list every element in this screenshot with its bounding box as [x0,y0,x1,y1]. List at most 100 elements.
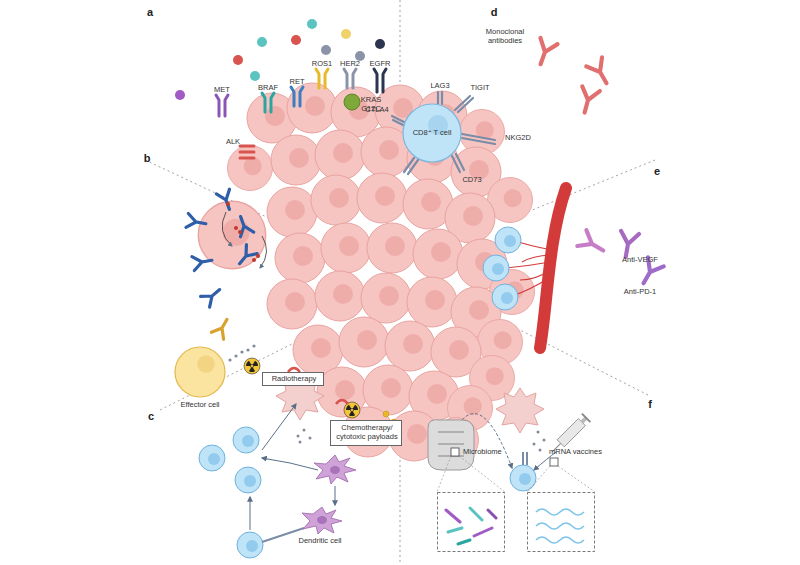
floating-ligand [175,90,185,100]
target-label: HER2 [340,60,360,69]
node-label: Microbiome [463,448,523,457]
floating-ligand [291,35,301,45]
target-label: Monoclonal antibodies [477,28,533,45]
tumour-cell [275,233,325,283]
therapeutic-antibody [186,214,207,231]
panel-letter: b [144,152,151,165]
tumour-cell [311,175,361,225]
t-cell [483,255,509,281]
kras-protein [344,94,360,110]
blood-vessel [522,255,551,262]
receptor [262,93,274,112]
node-label: Radiotherapy [263,375,325,384]
t-cell-receptor [392,116,405,126]
target-label: EGFR [370,60,391,69]
panel-divider [520,160,655,215]
panel-letter: e [654,165,660,178]
zoom-inset-outline [437,492,505,552]
tumour-cell [385,321,435,371]
effector-cell-outline [174,346,226,398]
t-cell-receptor [438,92,442,104]
therapeutic-antibody [211,316,233,339]
cytotoxic-payload [234,226,238,230]
dendritic-cell-body [302,507,342,534]
granule [228,358,231,361]
internalisation-arrow [222,212,266,268]
effector-cell-nucleus [197,355,214,372]
receptor [240,146,254,158]
bacteria-inset [448,528,462,532]
floating-ligand [321,45,331,55]
gut-icon [428,420,474,470]
blocking-antibody [617,231,639,258]
tumour-cell [228,146,273,191]
mrna-strand [536,509,584,515]
target-label: ALK [226,138,240,147]
flow-arrow [250,497,251,530]
target-label: Anti-PD-1 [624,288,657,297]
internalisation-arrow [260,236,267,268]
tumour-cell [267,279,317,329]
floating-ligand [175,19,385,100]
cytotoxic-payload [252,258,256,262]
t-cell [237,532,263,558]
granule [252,344,255,347]
tumour-cell [407,277,457,327]
mrna-strand [536,537,584,543]
blood-vessel [520,270,550,280]
synapse-line [262,528,304,542]
flow-arrow [250,404,556,530]
receptor [216,95,228,116]
therapeutic-antibody [192,253,213,270]
target-label: MET [214,86,230,95]
blocking-antibody [532,38,558,67]
floating-ligand [233,55,243,65]
target-label: BRAF [258,84,278,93]
dying-cell [496,388,544,433]
zoom-inset: mRNA vaccines [527,492,595,552]
target-label: LAG3 [430,82,449,91]
t-cell [199,227,536,558]
gut-icon [451,448,459,456]
floating-ligand [341,29,351,39]
radiation-symbol [344,402,360,418]
blood-vessel [506,188,566,348]
node-label: Dendritic cell [278,537,362,546]
panel-divider [400,440,401,565]
mrna-strand [536,509,584,543]
dendritic-cell [314,455,356,484]
drug-particle [383,411,389,417]
t-cell-receptor [455,96,473,112]
flow-arrow [262,404,296,450]
tumour-cell [361,273,411,323]
flow-arrow [335,486,336,505]
radiation-symbol [244,358,260,374]
target-label: NKG2D [505,134,531,143]
syringe-icon [557,419,585,447]
blocking-antibody [586,57,614,87]
radiation-symbol [244,358,360,418]
node-label: CD8⁺ T cell [402,129,462,138]
t-cell-receptor [523,452,527,465]
node-label: mRNA vaccines [549,448,615,457]
blocking-antibody [576,86,600,115]
therapeutic-antibody [201,284,225,307]
tumour-cell [317,367,367,417]
syringe-icon [582,414,590,422]
floating-ligand [250,71,260,81]
receptor [344,69,356,88]
bacteria-inset [488,510,496,518]
granule [246,348,249,351]
cytokine [537,431,540,434]
granule [240,350,243,353]
tumour-cell [339,317,389,367]
tumour-cell [198,201,266,269]
cytokine [303,429,306,432]
cytokine [297,435,300,438]
tumour-cell [267,187,317,237]
bacteria-inset [470,508,482,520]
floating-ligand [375,39,385,49]
